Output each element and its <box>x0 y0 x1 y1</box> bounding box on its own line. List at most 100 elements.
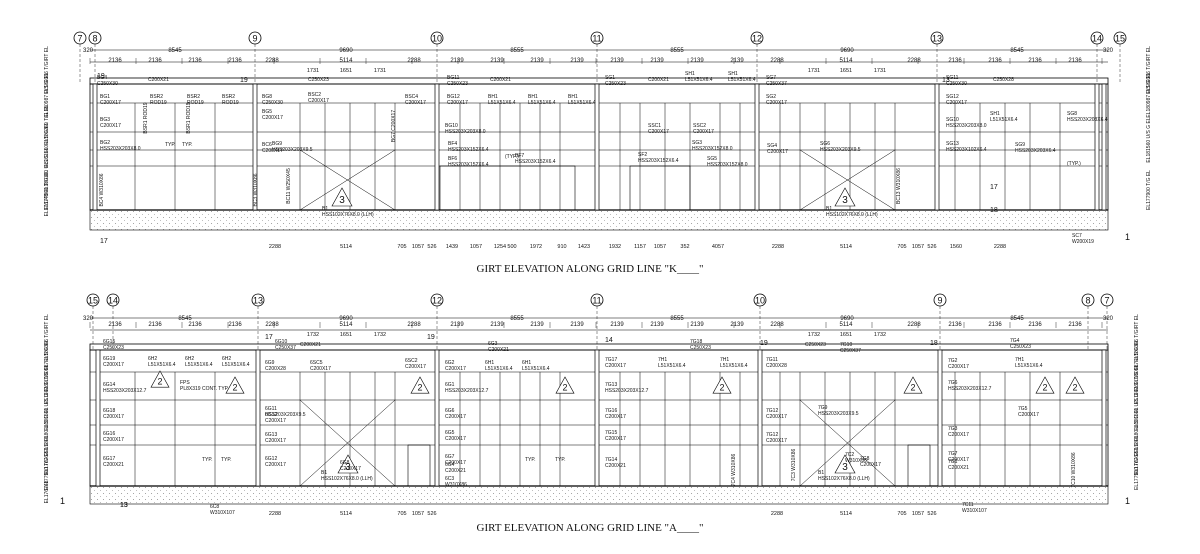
dimension-sub: 1651 <box>840 332 852 338</box>
dimension-edge: 320 <box>83 316 94 322</box>
dimension-bay: 2136 <box>1068 322 1082 328</box>
grid-note-1: 1 <box>60 496 65 506</box>
dimension-bay: 2288 <box>265 58 279 64</box>
dimension-total: 8545 <box>178 316 192 322</box>
grid-label: 10 <box>755 296 765 306</box>
member-label: 7C4 W310X86 <box>731 454 737 487</box>
dimension-bottom: 526 <box>927 511 936 517</box>
callout-number: 19 <box>760 340 768 347</box>
brace-x-right <box>799 399 896 487</box>
grid-label: 9 <box>937 296 942 306</box>
elevation-tag: EL180180 U/S G EL <box>44 147 50 193</box>
elevation-tag: EL177900 T/G EL <box>44 170 50 210</box>
dimension-bay: 2288 <box>265 322 279 328</box>
callout-number: 19 <box>97 73 105 80</box>
section-triangle <box>555 376 575 394</box>
dimension-bay: 2139 <box>570 322 584 328</box>
section-triangle-label: 3 <box>842 462 848 473</box>
dimension-bay: 2288 <box>407 58 421 64</box>
elevation-tag: EL180180 U/S G EL <box>44 407 50 453</box>
elevation-tag: EL180269 T/G EL <box>44 364 50 404</box>
elevation-tag: EL180987 U/S G EL <box>44 72 50 118</box>
dimension-total: 9690 <box>840 48 854 54</box>
typ-note: TYP. <box>165 142 175 148</box>
dimension-bottom: 2288 <box>269 244 281 250</box>
dimension-sub: 1731 <box>874 68 886 74</box>
dimension-bay: 2288 <box>770 322 784 328</box>
dimension-bottom: 5114 <box>340 511 352 517</box>
dimension-bottom: 500 <box>507 244 516 250</box>
grid-label: 9 <box>252 34 257 44</box>
grid-label: 7 <box>77 34 82 44</box>
dimension-bottom: 1057 <box>412 511 424 517</box>
column <box>434 83 440 211</box>
section-triangle <box>1065 376 1085 394</box>
member-label: C200X21 <box>490 77 511 83</box>
dimension-total: 8555 <box>670 48 684 54</box>
column <box>252 83 258 211</box>
section-triangle <box>903 376 923 394</box>
grid-label: 7 <box>1104 296 1109 306</box>
dimension-bay: 2136 <box>988 58 1002 64</box>
section-triangle <box>1035 376 1055 394</box>
dimension-bottom: 1057 <box>912 511 924 517</box>
dimension-bay: 2136 <box>948 322 962 328</box>
dimension-bay: 2136 <box>148 58 162 64</box>
callout-number: 17 <box>990 184 998 191</box>
dimension-bottom: 1560 <box>950 244 962 250</box>
member-label: C200X21 <box>648 77 669 83</box>
dimension-sub: 1732 <box>307 332 319 338</box>
column <box>92 83 98 211</box>
typ-note: TYP. <box>525 457 535 463</box>
column <box>757 349 763 487</box>
dimension-bay: 2139 <box>650 322 664 328</box>
member-label: C250X23 <box>805 342 826 348</box>
elevation-tag: EL180366 T/GIRT EL <box>1146 46 1152 94</box>
brace-x-right <box>799 149 896 211</box>
dimension-bottom: 1972 <box>530 244 542 250</box>
elevation-tag: EL180269 T/G EL <box>44 105 50 145</box>
typ-note: (TYP.) <box>505 154 519 160</box>
dimension-bay: 2136 <box>148 322 162 328</box>
dimension-bay: 2136 <box>988 322 1002 328</box>
door-opening <box>439 165 576 211</box>
member-label: BSR1 ROD19 <box>186 102 192 133</box>
elevation-tag: EL180987 U/S G EL <box>44 339 50 385</box>
member-label: BG7 C200X17 <box>391 110 397 142</box>
elevation-tag: EL176748 <box>44 193 50 216</box>
typ-note: TYP. <box>182 142 192 148</box>
section-triangle-label: 2 <box>232 383 237 393</box>
section-triangle <box>331 187 353 207</box>
